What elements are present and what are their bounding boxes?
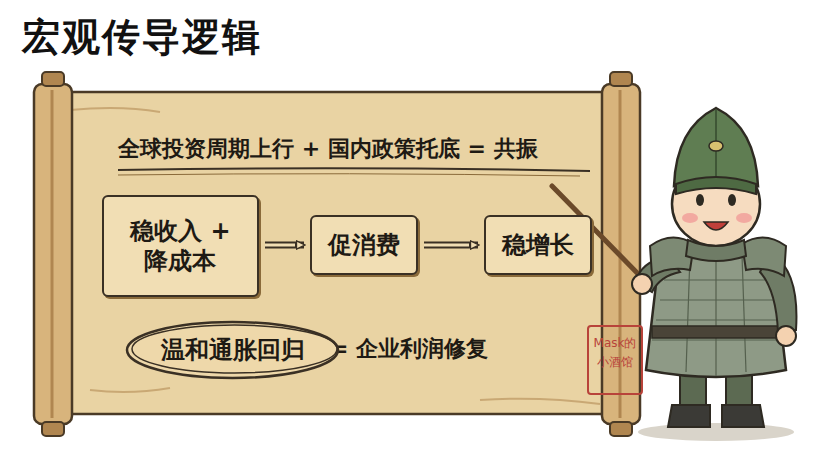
node-text: 温和通胀回归 bbox=[161, 335, 305, 365]
node-text: 稳增长 bbox=[502, 230, 574, 260]
parchment bbox=[62, 92, 610, 414]
node-text: 促消费 bbox=[328, 230, 400, 260]
process-box: 稳增长 bbox=[484, 215, 592, 275]
headline: 全球投资周期上行 + 国内政策托底 = 共振 bbox=[118, 134, 538, 164]
process-box: 稳收入 + 降成本 bbox=[102, 195, 259, 297]
soldier-helmet bbox=[674, 108, 758, 186]
stamp-frame bbox=[588, 326, 642, 394]
arrow-fill bbox=[424, 244, 469, 247]
diagram-title: 宏观传导逻辑 bbox=[22, 12, 262, 63]
flow-arrow bbox=[265, 242, 304, 249]
result-text: = 企业利润修复 bbox=[330, 334, 488, 364]
arrow-fill bbox=[265, 244, 295, 247]
scroll-roll bbox=[34, 84, 72, 424]
node-text: 稳收入 + 降成本 bbox=[118, 216, 243, 276]
flow-arrow bbox=[424, 242, 478, 249]
oval-node: 温和通胀回归 bbox=[125, 320, 340, 380]
stamp-text: Mask的 小酒馆 bbox=[591, 334, 639, 372]
process-box: 促消费 bbox=[310, 215, 418, 275]
